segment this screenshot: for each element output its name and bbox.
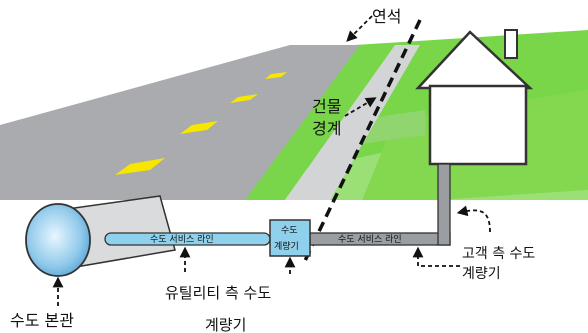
- meter-box-label-1: 수도: [281, 225, 298, 236]
- building-boundary-label-1: 건물: [312, 97, 341, 116]
- curb-arrow: [346, 15, 373, 42]
- customer-meter-label-2: 계량기: [462, 266, 501, 282]
- meter-box-label-2: 계량기: [274, 240, 299, 252]
- utility-meter-label-2: 계량기: [205, 316, 246, 333]
- building-boundary-line: [301, 19, 422, 266]
- customer-meter-arrow: [412, 205, 491, 267]
- house: [415, 29, 534, 166]
- customer-meter-label-1: 고객 측 수도: [462, 246, 535, 262]
- building-boundary-arrow: [344, 97, 377, 117]
- service-line-right-label: 수도 서비스 라인: [338, 234, 402, 245]
- water-main-pipe: [25, 195, 176, 277]
- utility-meter-arrows: [179, 246, 296, 274]
- curb-label: 연석: [372, 7, 401, 26]
- road: [0, 45, 395, 200]
- curb-grass-strip: [245, 45, 395, 200]
- service-riser: [437, 163, 451, 246]
- building-boundary-label-2: 경계: [312, 119, 341, 138]
- service-line-left-label: 수도 서비스 라인: [150, 234, 214, 245]
- water-main-label: 수도 본관: [10, 311, 74, 330]
- road-stripes: [115, 72, 287, 175]
- utility-meter-box: [269, 219, 311, 257]
- utility-meter-label-1: 유틸리티 측 수도: [165, 284, 271, 302]
